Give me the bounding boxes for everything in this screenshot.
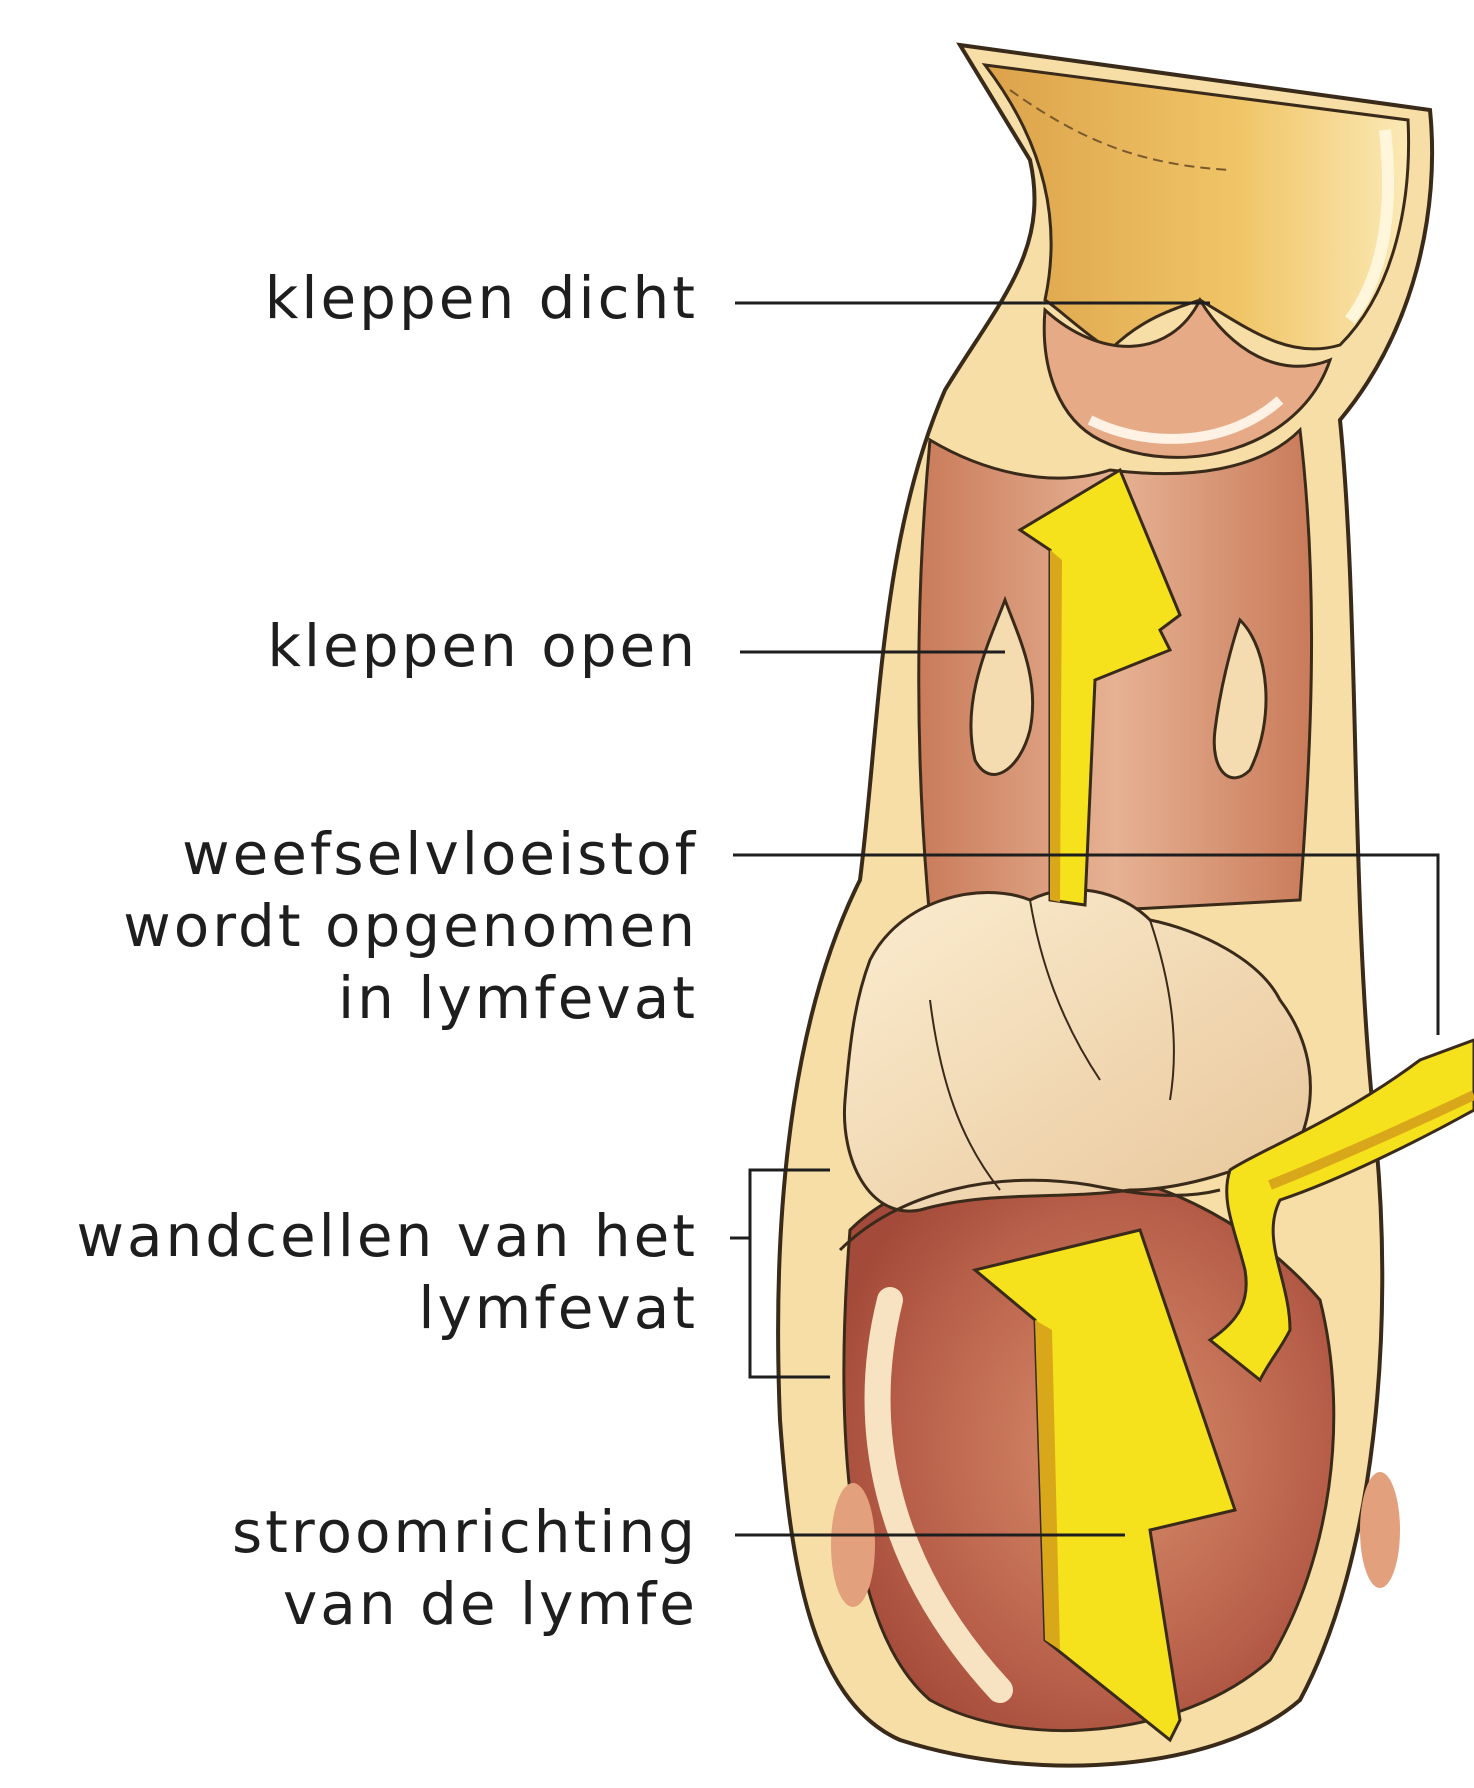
label-valves-open-text: kleppen open	[267, 610, 698, 682]
label-tissue-fluid-line-1: weefselvloeistof	[123, 818, 698, 890]
label-flow-direction: stroomrichting van de lymfe	[232, 1496, 698, 1640]
wall-muscle-left	[831, 1483, 875, 1607]
label-flow-direction-line-2: van de lymfe	[232, 1568, 698, 1640]
label-wall-cells-line-1: wandcellen van het	[77, 1200, 698, 1272]
label-wall-cells-line-2: lymfevat	[77, 1272, 698, 1344]
label-tissue-fluid: weefselvloeistof wordt opgenomen in lymf…	[123, 818, 698, 1034]
wall-muscle-right	[1360, 1472, 1400, 1588]
label-wall-cells: wandcellen van het lymfevat	[77, 1200, 698, 1344]
label-flow-direction-line-1: stroomrichting	[232, 1496, 698, 1568]
label-tissue-fluid-line-3: in lymfevat	[123, 962, 698, 1034]
label-tissue-fluid-line-2: wordt opgenomen	[123, 890, 698, 962]
flow-arrow-upper-shadow	[1050, 550, 1062, 902]
label-valves-closed-text: kleppen dicht	[265, 262, 698, 334]
label-valves-closed: kleppen dicht	[265, 262, 698, 334]
label-valves-open: kleppen open	[267, 610, 698, 682]
